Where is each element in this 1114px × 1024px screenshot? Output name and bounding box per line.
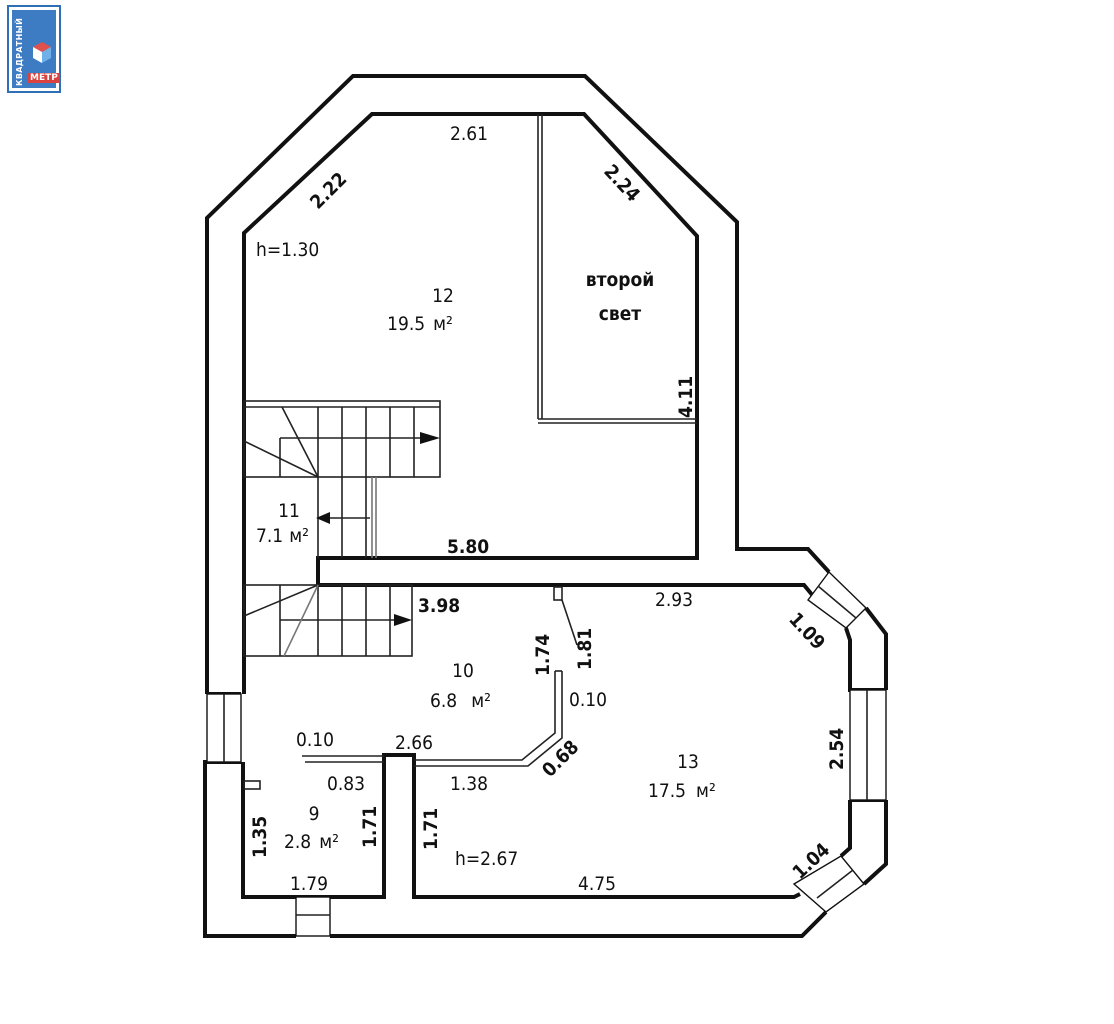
windows [206,570,887,937]
dim-1-35: 1.35 [249,816,271,858]
dim-1-81: 1.81 [574,628,596,670]
dim-4-11: 4.11 [675,376,697,418]
room-11-number: 11 [278,500,300,522]
room-13-height: h=2.67 [455,848,518,870]
dim-2-61: 2.61 [450,123,488,145]
room-12-number: 12 [432,285,454,307]
outer-walls [203,74,888,938]
second-light-line1: второй [586,269,654,291]
stair-treads-upper [279,407,415,477]
room-13-number: 13 [677,751,699,773]
staircase [243,400,441,657]
dim-3-98: 3.98 [418,595,460,617]
dim-0-68: 0.68 [538,736,583,781]
second-light-line2: свет [599,303,642,325]
dim-0-83: 0.83 [327,773,365,795]
dim-0-10-left: 0.10 [296,729,334,751]
dim-2-22: 2.22 [306,168,351,213]
room-9-number: 9 [309,803,320,825]
dim-2-54: 2.54 [826,728,848,770]
kvadratny-metr-logo: КВАДРАТНЫЙ МЕТР [7,5,61,93]
dim-0-10-right: 0.10 [569,689,607,711]
dim-2-66: 2.66 [395,732,433,754]
dim-2-24: 2.24 [599,160,644,206]
dim-1-79: 1.79 [290,873,328,895]
dim-1-71-right: 1.71 [420,808,442,850]
dim-4-75: 4.75 [578,873,616,895]
window-se [792,855,866,913]
logo-text-metr: МЕТР [28,73,60,83]
room-12-height: h=1.30 [256,239,319,261]
dim-1-09: 1.09 [784,608,829,654]
room-10-number: 10 [452,660,474,682]
logo-background: КВАДРАТНЫЙ МЕТР [12,10,60,88]
inner-walls-room-12 [242,112,825,694]
cube-icon [33,42,51,63]
dimension-labels: 2.61 2.22 2.24 4.11 5.80 3.98 2.93 1.09 … [249,123,848,895]
partition-walls [243,586,578,790]
window-ne [807,570,867,629]
window-east [849,689,887,801]
window-south [295,896,331,937]
dim-5-80: 5.80 [447,536,489,558]
dim-2-93: 2.93 [655,589,693,611]
dim-1-74: 1.74 [532,634,554,676]
dim-1-71-left: 1.71 [359,806,381,848]
dim-1-38: 1.38 [450,773,488,795]
